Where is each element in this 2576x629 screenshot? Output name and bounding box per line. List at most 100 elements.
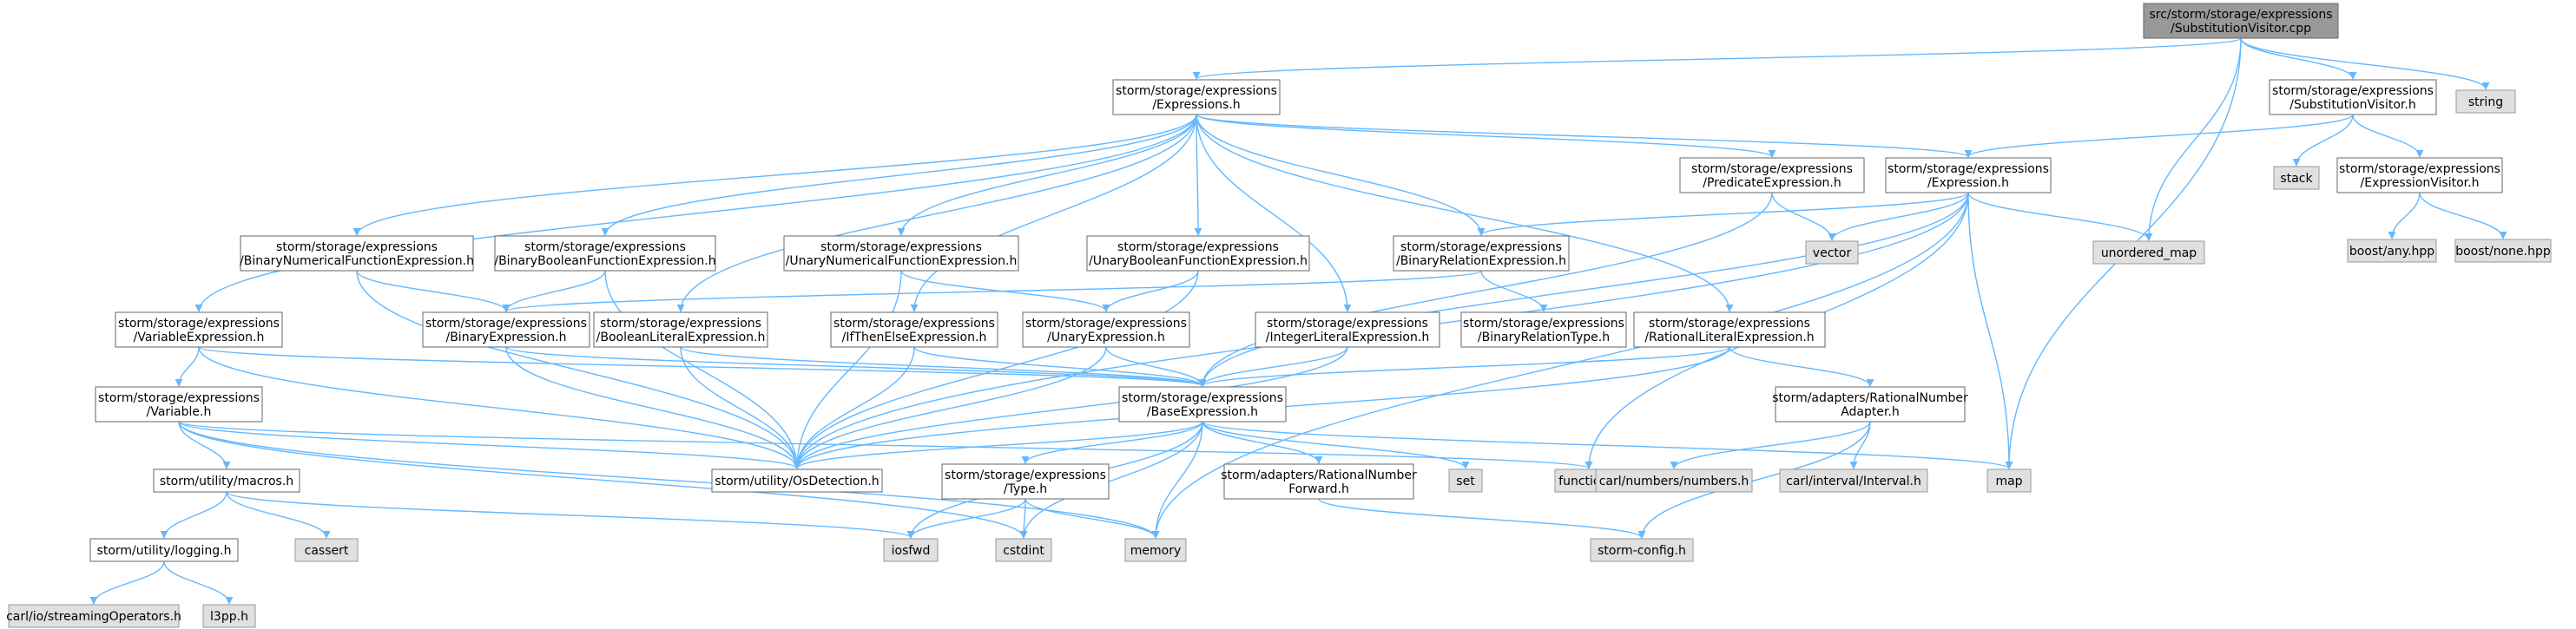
node-binexpr-h[interactable]: storm/storage/expressions/BinaryExpressi…: [422, 311, 590, 348]
node-exprvisitor-h[interactable]: storm/storage/expressions/ExpressionVisi…: [2336, 157, 2503, 193]
node-label-line: /UnaryBooleanFunctionExpression.h: [1089, 254, 1308, 268]
node-root: src/storm/storage/expressions/Substituti…: [2143, 3, 2339, 39]
node-label-line: /BinaryRelationType.h: [1478, 331, 1610, 344]
edge-boollit_h-to-osdetection_h: [680, 346, 801, 469]
node-box: [2273, 166, 2320, 190]
edge-type_h-to-cstdint: [1019, 498, 1028, 539]
node-carl-streaming: carl/io/streamingOperators.h: [6, 604, 181, 628]
node-predicate-h[interactable]: storm/storage/expressions/PredicateExpre…: [1679, 157, 1865, 193]
node-box: [1022, 311, 1190, 348]
node-ratlit-h[interactable]: storm/storage/expressions/RationalLitera…: [1633, 311, 1826, 348]
node-label-line: storm/storage/expressions: [524, 240, 686, 254]
node-box: [1590, 538, 1694, 562]
node-label-line: boost/any.hpp: [2349, 245, 2434, 259]
node-label-line: /Expressions.h: [1152, 98, 1240, 112]
node-cassert: cassert: [294, 538, 359, 562]
edge-expressions_h-to-expression_h: [1196, 114, 1973, 158]
edge-intlit_h-to-osdetection_h: [793, 346, 1348, 469]
edge-macros_h-to-logging_h: [160, 491, 227, 539]
edge-logging_h-to-l3pp: [163, 560, 234, 605]
node-map: map: [1986, 468, 2032, 493]
node-label-line: /RationalLiteralExpression.h: [1644, 331, 1814, 344]
node-expression-h[interactable]: storm/storage/expressions/Expression.h: [1885, 157, 2052, 193]
node-unexpr-h[interactable]: storm/storage/expressions/UnaryExpressio…: [1022, 311, 1190, 348]
node-box: [1986, 468, 2032, 493]
edge-predicate_h-to-vector: [1771, 192, 1836, 241]
edge-unexpr_h-to-baseexpr_h: [1105, 346, 1207, 387]
edge-expressions_h-to-varexpr_h: [194, 114, 1197, 312]
node-label-line: boost/none.hpp: [2455, 245, 2551, 259]
node-varexpr-h[interactable]: storm/storage/expressions/VariableExpres…: [115, 311, 283, 348]
nodes-layer: src/storm/storage/expressions/Substituti…: [6, 3, 2552, 628]
edge-binnum_h-to-osdetection_h: [356, 270, 801, 469]
node-box: [1633, 311, 1826, 348]
node-label-line: storm/storage/expressions: [1400, 240, 1562, 254]
node-box: [1112, 79, 1281, 115]
node-binreltype-h[interactable]: storm/storage/expressions/BinaryRelation…: [1460, 311, 1627, 348]
node-binrel-h[interactable]: storm/storage/expressions/BinaryRelation…: [1393, 235, 1570, 272]
node-vector: vector: [1805, 240, 1859, 265]
edge-exprvisitor_h-to-boost_any: [2388, 192, 2421, 239]
edge-baseexpr_h-to-cstdint: [1019, 421, 1203, 539]
node-box: [593, 311, 768, 348]
node-box: [1775, 386, 1966, 423]
node-box: [1255, 311, 1440, 348]
edge-unbool_h-to-osdetection_h: [793, 270, 1199, 469]
node-label-line: /IntegerLiteralExpression.h: [1266, 331, 1429, 344]
edge-expression_h-to-baseexpr_h: [1198, 192, 1969, 387]
node-label-line: string: [2468, 95, 2503, 109]
edge-expression_h-to-map: [1967, 192, 2013, 469]
node-variable-h[interactable]: storm/storage/expressions/Variable.h: [95, 386, 263, 423]
edge-expressions_h-to-binnum_h: [352, 114, 1197, 236]
node-label-line: /BinaryNumericalFunctionExpression.h: [240, 254, 474, 268]
node-label-line: /SubstitutionVisitor.h: [2289, 98, 2415, 112]
node-label-line: cassert: [305, 544, 349, 558]
node-binnum-h[interactable]: storm/storage/expressions/BinaryNumerica…: [240, 235, 474, 272]
node-boost-any: boost/any.hpp: [2347, 239, 2437, 263]
node-box: [8, 604, 180, 628]
node-macros-h[interactable]: storm/utility/macros.h: [153, 468, 300, 493]
node-intlit-h[interactable]: storm/storage/expressions/IntegerLiteral…: [1255, 311, 1440, 348]
node-label-line: storm/utility/logging.h: [97, 544, 232, 558]
node-baseexpr-h[interactable]: storm/storage/expressions/BaseExpression…: [1118, 386, 1287, 423]
node-unordered-map: unordered_map: [2092, 240, 2205, 265]
edge-substvisitor_h-to-stack: [2292, 114, 2354, 167]
node-type-h[interactable]: storm/storage/expressions/Type.h: [941, 463, 1110, 500]
edge-macros_h-to-cassert: [226, 491, 331, 539]
node-ifthen-h[interactable]: storm/storage/expressions/IfThenElseExpr…: [830, 311, 998, 348]
node-label-line: /IfThenElseExpression.h: [842, 331, 987, 344]
node-label-line: /UnaryExpression.h: [1047, 331, 1165, 344]
edge-binexpr_h-to-baseexpr_h: [505, 346, 1207, 387]
edge-expressions_h-to-boollit_h: [676, 114, 1197, 312]
node-box: [1118, 386, 1287, 423]
node-label-line: /Variable.h: [147, 405, 212, 419]
edge-expression_h-to-unordered_map: [1967, 192, 2153, 241]
node-box: [883, 538, 939, 562]
node-substvisitor-h[interactable]: storm/storage/expressions/SubstitutionVi…: [2269, 79, 2437, 115]
edge-expressions_h-to-predicate_h: [1196, 114, 1776, 158]
node-unnum-h[interactable]: storm/storage/expressions/UnaryNumerical…: [783, 235, 1019, 272]
node-unbool-h[interactable]: storm/storage/expressions/UnaryBooleanFu…: [1086, 235, 1310, 272]
edge-ratnumadapter_h-to-carl_numbers: [1670, 421, 1871, 469]
node-label-line: /UnaryNumericalFunctionExpression.h: [786, 254, 1018, 268]
edge-baseexpr_h-to-type_h: [1021, 421, 1203, 464]
node-boollit-h[interactable]: storm/storage/expressions/BooleanLiteral…: [593, 311, 768, 348]
node-label-line: storm/storage/expressions: [1117, 240, 1279, 254]
node-box: [95, 386, 263, 423]
edge-root-to-string: [2240, 37, 2490, 90]
node-label-line: storm/storage/expressions: [1025, 317, 1187, 331]
node-box: [783, 235, 1019, 272]
node-osdetection-h[interactable]: storm/utility/OsDetection.h: [711, 468, 883, 493]
node-binbool-h[interactable]: storm/storage/expressions/BinaryBooleanF…: [494, 235, 716, 272]
node-expressions-h[interactable]: storm/storage/expressions/Expressions.h: [1112, 79, 1281, 115]
edge-variable_h-to-macros_h: [178, 421, 231, 469]
node-label-line: storm/storage/expressions: [1888, 162, 2049, 176]
node-box: [995, 538, 1052, 562]
node-cstdint: cstdint: [995, 538, 1052, 562]
node-box: [830, 311, 998, 348]
node-logging-h[interactable]: storm/utility/logging.h: [89, 538, 239, 562]
node-label-line: storm/storage/expressions: [600, 317, 761, 331]
edge-expressions_h-to-unnum_h: [897, 114, 1197, 236]
